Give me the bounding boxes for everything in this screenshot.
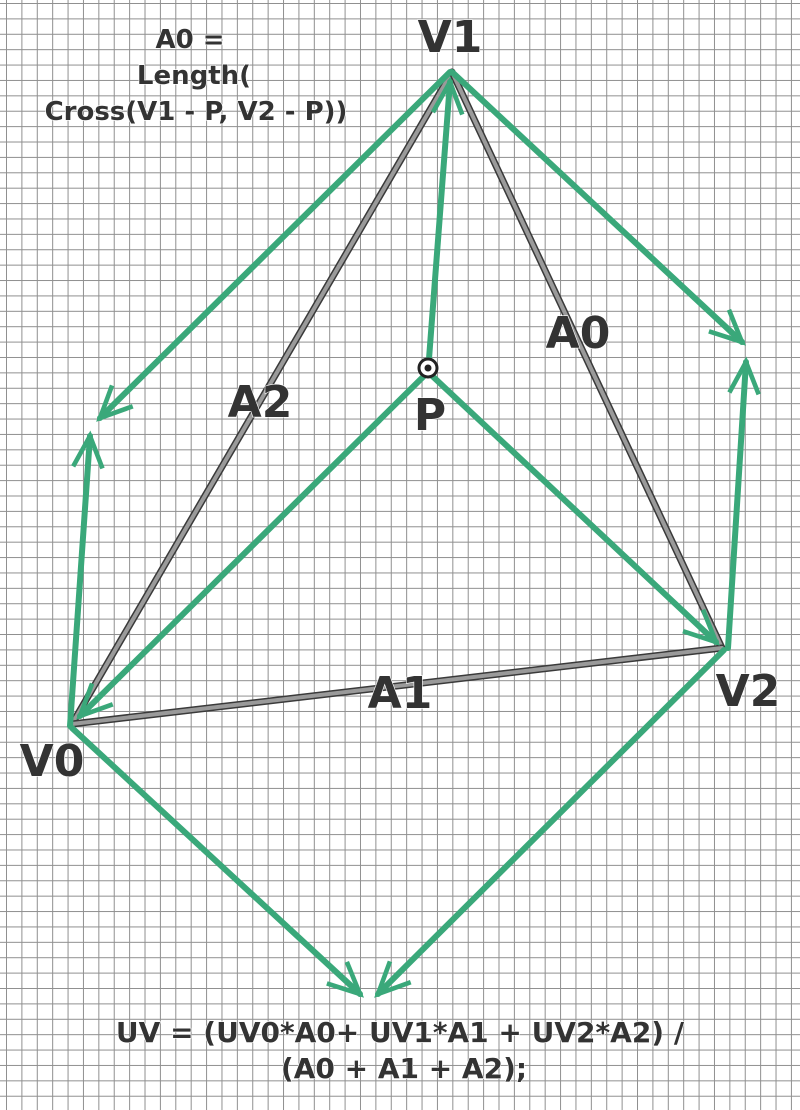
arrow-v0-up [67,430,105,729]
arrow-v2-up [725,356,761,651]
arrow-v1-to-v2-side [449,69,746,346]
vector-arrows [67,69,761,998]
label-v1: V1 [418,12,483,63]
formula-top-line2: Length( [137,61,251,91]
arrow-p-to-v0 [76,369,431,720]
arrow-v1-to-v0-side [96,69,453,422]
formula-top-line3: Cross(V1 - P, V2 - P)) [45,97,348,127]
formula-bottom-line2: (A0 + A1 + A2); [281,1052,527,1085]
label-a2: A2 [228,377,293,428]
label-a0: A0 [546,308,611,359]
arrow-v2-down [374,647,727,998]
triangle-edges [68,68,726,728]
label-p: P [414,390,446,441]
arrow-p-to-v2 [425,369,720,646]
arrow-v0-down [69,725,365,998]
formula-top-line1: A0 = [155,25,224,55]
label-a1: A1 [368,668,433,719]
formula-bottom-line1: UV = (UV0*A0+ UV1*A1 + UV2*A2) / [116,1016,685,1049]
arrow-p-to-v1 [425,76,465,375]
label-v0: V0 [20,736,85,787]
label-v2: V2 [716,666,781,717]
